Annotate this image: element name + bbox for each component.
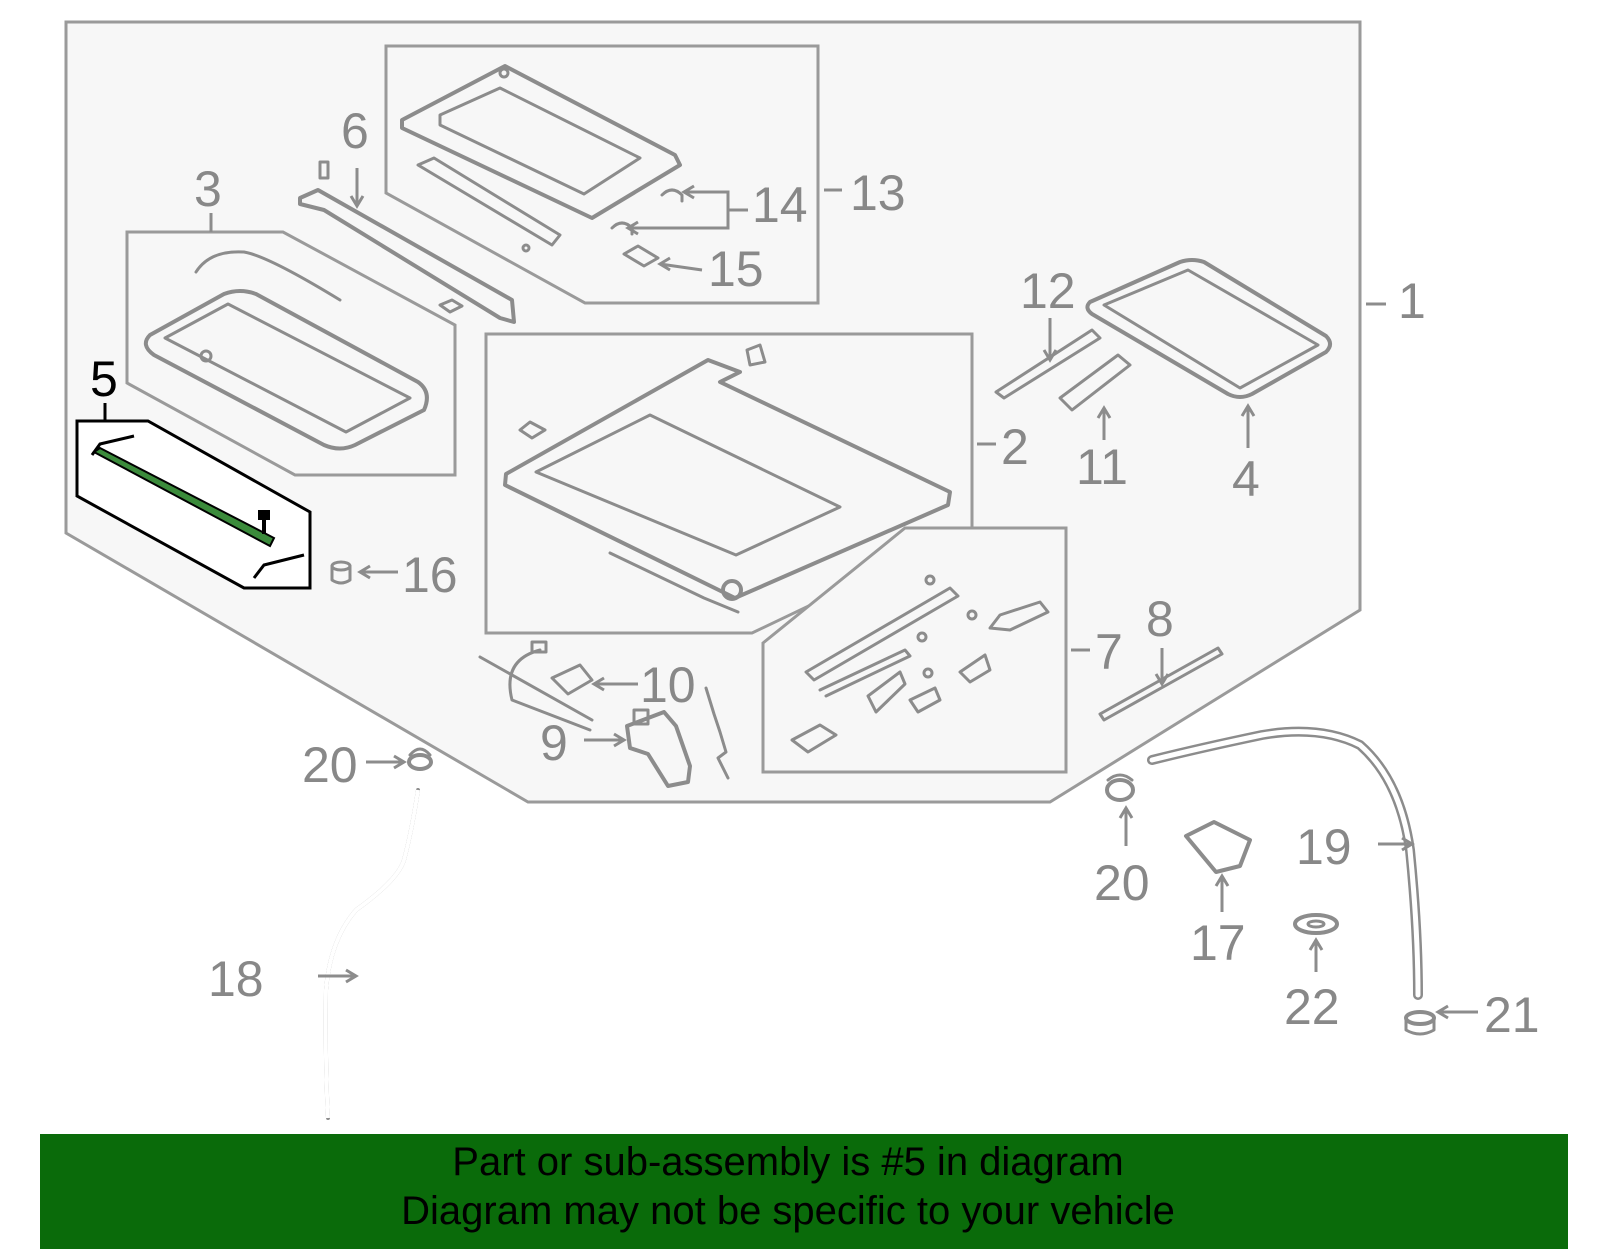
callout-14: 14 [752, 177, 808, 233]
drain-hose-rear-core [1149, 729, 1421, 998]
grommet-part-16 [330, 560, 352, 585]
motor-part [625, 708, 692, 788]
guide-parts-box [761, 526, 1068, 774]
bracket-part [704, 686, 730, 780]
callout-11: 11 [1076, 439, 1128, 495]
glass-part [143, 250, 429, 451]
callout-15: 15 [708, 241, 764, 297]
drain-hose-front-outline [404, 790, 418, 860]
callout-7: 7 [1095, 624, 1123, 680]
sunshade-box [384, 44, 820, 305]
banner-disclaimer: Diagram may not be specific to your vehi… [401, 1189, 1175, 1233]
strip-part-12 [994, 328, 1102, 400]
callout-4: 4 [1232, 451, 1260, 507]
callout-2: 2 [1001, 419, 1029, 475]
bracket-part-17 [1184, 820, 1252, 874]
deflector-part[interactable] [90, 434, 305, 579]
seal-part [1085, 258, 1332, 399]
drain-hose-front-inner [323, 789, 420, 1119]
callout-16: 16 [402, 547, 458, 603]
glass-box [125, 230, 457, 477]
callout-21: 21 [1484, 987, 1540, 1043]
strip-part-8 [1098, 646, 1224, 722]
callout-13: 13 [850, 165, 906, 221]
callout-10: 10 [640, 657, 696, 713]
rail-part [298, 160, 516, 324]
callout-5[interactable]: 5 [90, 351, 118, 407]
callout-1: 1 [1398, 273, 1426, 329]
callout-12: 12 [1020, 263, 1076, 319]
callout-20-right: 20 [1094, 855, 1150, 911]
drain-cap-right [1105, 773, 1135, 802]
callout-9: 9 [540, 715, 568, 771]
callout-3: 3 [194, 161, 222, 217]
washer-part-22 [1293, 913, 1339, 935]
cap-part-21 [1404, 1010, 1436, 1036]
frame-part [503, 343, 952, 614]
callout-8: 8 [1146, 591, 1174, 647]
sunshade-part [400, 64, 682, 253]
callout-17: 17 [1190, 915, 1246, 971]
callout-22: 22 [1284, 979, 1340, 1035]
harness-part [478, 640, 594, 732]
callout-18: 18 [208, 951, 264, 1007]
callout-20-left: 20 [302, 737, 358, 793]
banner-part-note: Part or sub-assembly is #5 in diagram [452, 1140, 1124, 1184]
drain-cap-left [407, 747, 433, 771]
strip-part-11 [1058, 353, 1132, 412]
leader-lines [103, 168, 1478, 1020]
notice-banner: Part or sub-assembly is #5 in diagram Di… [40, 1134, 1568, 1249]
guide-set-part [790, 574, 1050, 754]
callout-6: 6 [341, 103, 369, 159]
callout-19: 19 [1296, 819, 1352, 875]
